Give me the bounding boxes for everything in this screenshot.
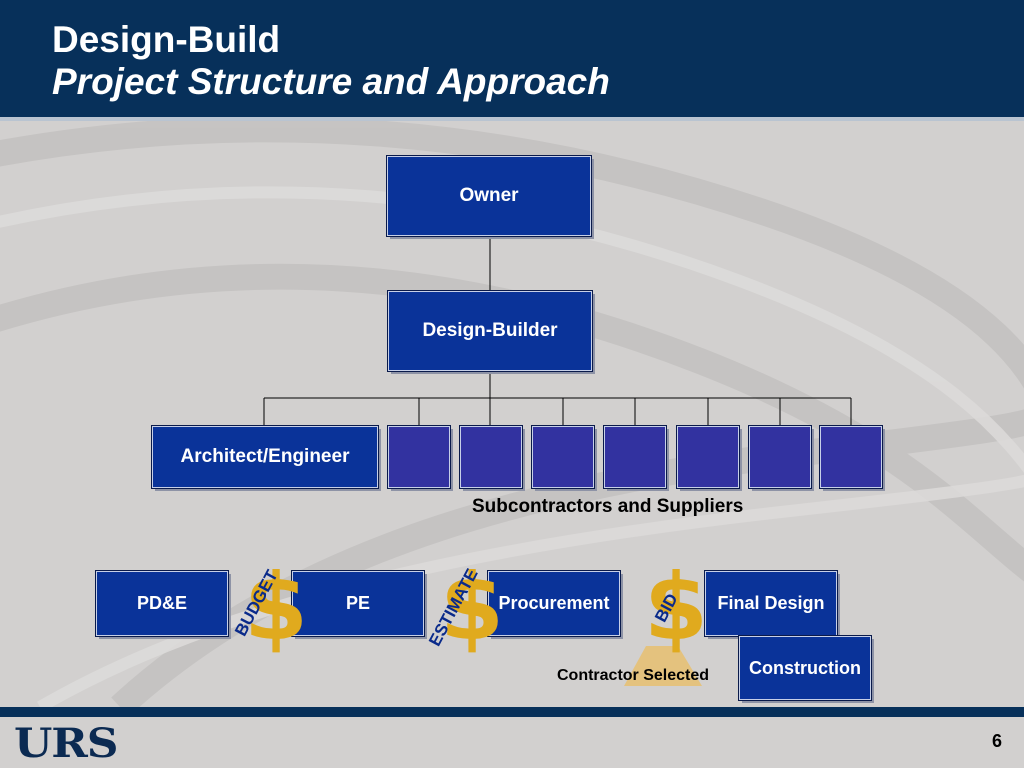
phase-pde-box: PD&E <box>95 570 229 637</box>
bid-dollar-icon: $ <box>644 554 709 661</box>
footer-bar <box>0 707 1024 717</box>
subcontractor-box <box>748 425 812 489</box>
subcontractors-label: Subcontractors and Suppliers <box>472 496 744 517</box>
page-number: 6 <box>991 731 1002 751</box>
subcontractor-box <box>459 425 523 489</box>
budget-dollar-icon: $ <box>244 554 309 661</box>
phase-construction-box: Construction <box>738 635 872 701</box>
slide-title: Design-Build <box>52 19 281 60</box>
title-bar <box>0 0 1024 117</box>
architect-engineer-box: Architect/Engineer <box>151 425 379 489</box>
urs-logo: URS <box>14 720 119 767</box>
contractor-selected-label: Contractor Selected <box>557 667 710 684</box>
owner-box: Owner <box>386 155 592 237</box>
contractor-selected-highlight <box>624 646 702 686</box>
phase-procurement-box: Procurement <box>487 570 621 637</box>
title-divider <box>0 117 1024 121</box>
slide-subtitle: Project Structure and Approach <box>52 61 610 102</box>
phase-pe-box: PE <box>291 570 425 637</box>
subcontractor-box <box>676 425 740 489</box>
subcontractor-box <box>819 425 883 489</box>
estimate-dollar-icon: $ <box>440 554 505 661</box>
design-builder-box: Design-Builder <box>387 290 593 372</box>
subcontractor-box <box>531 425 595 489</box>
phase-final-design-box: Final Design <box>704 570 838 637</box>
subcontractor-box <box>387 425 451 489</box>
subcontractor-box <box>603 425 667 489</box>
